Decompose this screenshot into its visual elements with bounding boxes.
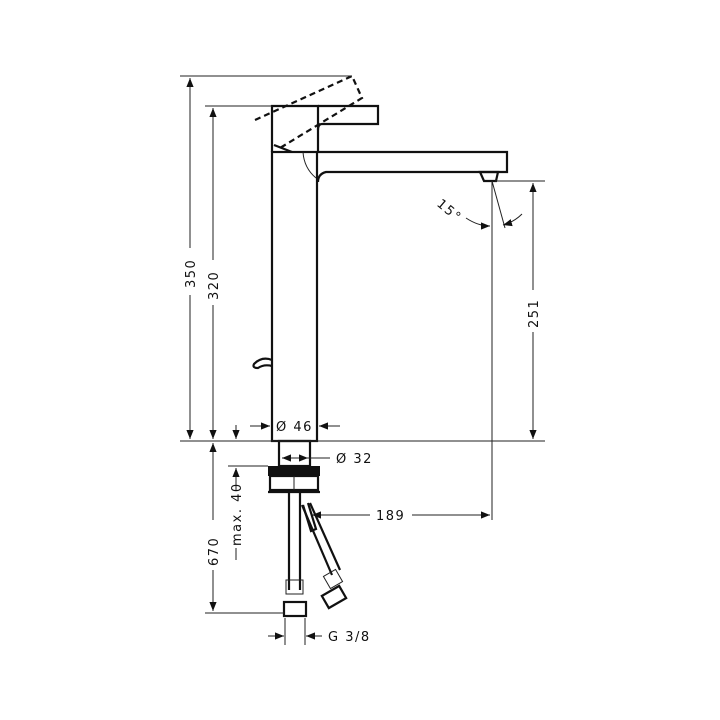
reference-lines [180, 75, 545, 645]
dim-shank-diameter: Ø 32 [336, 452, 373, 467]
dim-angle: 15° [433, 197, 464, 226]
mounting-hardware [268, 439, 348, 618]
dim-320: 320 [207, 271, 222, 300]
dim-189: 189 [376, 509, 405, 524]
faucet-body [252, 74, 509, 443]
dim-max-40: max. 40 [230, 482, 245, 546]
dim-251: 251 [527, 299, 542, 328]
dim-670: 670 [207, 537, 222, 566]
dim-body-diameter: Ø 46 [276, 420, 313, 435]
dim-350: 350 [184, 259, 199, 288]
dim-thread: G 3/8 [328, 630, 371, 645]
dimension-labels: 350 320 251 Ø 46 Ø 32 max. 40 670 189 G … [184, 197, 542, 645]
dimension-lines [186, 78, 537, 640]
